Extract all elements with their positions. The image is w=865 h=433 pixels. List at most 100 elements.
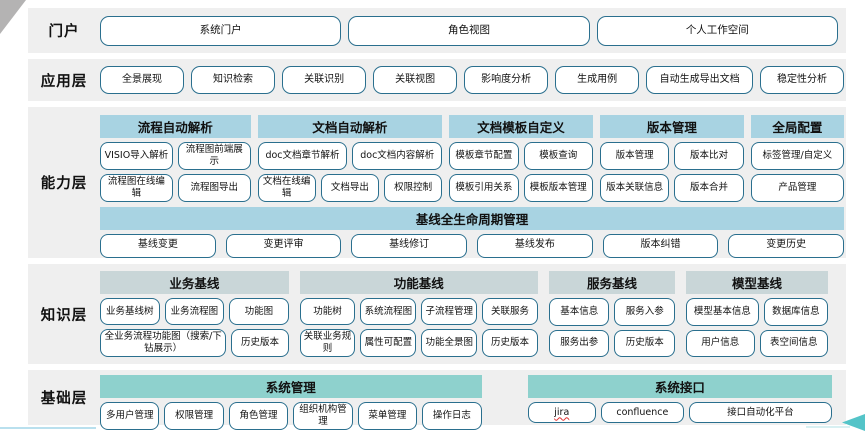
node-multi-user-management: 多用户管理: [100, 402, 160, 430]
foundation-groups-gap: [482, 375, 528, 420]
node-service-output-params: 服务出参: [548, 329, 610, 357]
node-attribute-configurable: 属性可配置: [360, 329, 417, 357]
node-doc-export: 文档导出: [320, 173, 379, 202]
node-confluence: confluence: [600, 402, 684, 423]
node-tag-management-custom: 标签管理/自定义: [750, 142, 844, 170]
node-service-input-params: 服务入参: [614, 298, 676, 326]
node-version-management: 版本管理: [599, 142, 670, 170]
node-history-version-function: 历史版本: [482, 329, 538, 357]
node-related-business-rules: 关联业务规则: [299, 329, 356, 357]
node-doc-online-edit: 文档在线编辑: [257, 173, 316, 202]
group-header-process-auto-parse: 流程自动解析: [100, 115, 251, 138]
node-interface-automation-platform: 接口自动化平台: [688, 402, 832, 423]
group-header-baseline-lifecycle: 基线全生命周期管理: [100, 206, 844, 230]
node-relation-identify: 关联识别: [282, 66, 367, 94]
node-history-version-service: 历史版本: [614, 329, 676, 357]
foundation-group-system-management: 系统管理 多用户管理 权限管理 角色管理 组织机构管理 菜单管理 操作日志: [100, 375, 482, 430]
bottom-accent-line: [0, 427, 96, 429]
node-flowchart-online-edit: 流程图在线编辑: [100, 173, 173, 202]
knowledge-group-function-baseline: 功能基线 功能树 系统流程图 子流程管理 关联服务 关联业务规则 属性可配置 功…: [299, 271, 538, 357]
node-related-services: 关联服务: [482, 298, 538, 326]
node-baseline-change: 基线变更: [100, 233, 216, 258]
layer-label-application: 应用层: [40, 73, 88, 90]
node-generate-usecase: 生成用例: [555, 66, 640, 94]
group-header-doc-template-custom: 文档模板自定义: [449, 115, 593, 138]
node-tablespace-info: 表空间信息: [759, 329, 829, 357]
group-header-doc-auto-parse: 文档自动解析: [257, 115, 443, 138]
layer-label-knowledge: 知识层: [40, 307, 88, 324]
layer-knowledge: 知识层 业务基线 业务基线树 业务流程图 功能图 全业务流程功能图（搜索/下钻展…: [28, 264, 846, 364]
node-menu-management: 菜单管理: [357, 402, 418, 430]
node-change-history: 变更历史: [728, 233, 845, 258]
layer-capability: 能力层 流程自动解析 VISIO导入解析 流程图前端展示 流程图在线编辑 流程图…: [28, 107, 846, 258]
knowledge-groups: 业务基线 业务基线树 业务流程图 功能图 全业务流程功能图（搜索/下钻展示） 历…: [100, 271, 829, 357]
node-panorama-display: 全景展现: [100, 66, 185, 94]
node-function-tree: 功能树: [299, 298, 356, 326]
layer-application: 应用层 全景展现 知识检索 关联识别 关联视图 影响度分析 生成用例 自动生成导…: [28, 59, 846, 101]
jira-label-spellcheck: jira: [554, 406, 570, 418]
knowledge-group-model-baseline: 模型基线 模型基本信息 数据库信息 用户信息 表空间信息: [686, 271, 829, 357]
node-function-diagram: 功能图: [229, 298, 289, 326]
node-business-flowchart: 业务流程图: [164, 298, 225, 326]
group-header-business-baseline: 业务基线: [100, 271, 289, 294]
group-header-system-management: 系统管理: [100, 375, 482, 398]
node-doc-chapter-parse: doc文档章节解析: [257, 142, 348, 170]
node-relation-view: 关联视图: [373, 66, 458, 94]
node-version-merge: 版本合并: [674, 173, 744, 202]
node-baseline-revision: 基线修订: [351, 233, 468, 258]
corner-triangle-decoration: [0, 0, 26, 34]
node-flowchart-export: 流程图导出: [177, 173, 251, 202]
node-template-query: 模板查询: [523, 142, 593, 170]
node-product-management: 产品管理: [750, 173, 844, 202]
node-doc-content-parse: doc文档内容解析: [352, 142, 443, 170]
knowledge-group-service-baseline: 服务基线 基本信息 服务入参 服务出参 历史版本: [548, 271, 676, 357]
node-model-basic-info: 模型基本信息: [686, 298, 759, 326]
node-full-business-process-function-diagram: 全业务流程功能图（搜索/下钻展示）: [100, 329, 227, 357]
node-system-portal: 系统门户: [100, 15, 342, 46]
node-user-info: 用户信息: [686, 329, 755, 357]
capability-group-process-auto-parse: 流程自动解析 VISIO导入解析 流程图前端展示 流程图在线编辑 流程图导出: [100, 115, 251, 202]
node-version-compare: 版本比对: [674, 142, 744, 170]
node-business-baseline-tree: 业务基线树: [100, 298, 160, 326]
node-role-management: 角色管理: [228, 402, 289, 430]
layer-label-foundation: 基础层: [40, 391, 88, 407]
layer-label-capability: 能力层: [40, 176, 88, 192]
foundation-groups: 系统管理 多用户管理 权限管理 角色管理 组织机构管理 菜单管理 操作日志 系统…: [100, 375, 832, 430]
node-knowledge-search: 知识检索: [191, 66, 276, 94]
layer-label-portal: 门户: [48, 24, 80, 40]
capability-group-global-config: 全局配置 标签管理/自定义 产品管理: [750, 115, 844, 202]
group-header-service-baseline: 服务基线: [548, 271, 676, 294]
node-stability-analysis: 稳定性分析: [760, 66, 845, 94]
node-permission-management: 权限管理: [164, 402, 224, 430]
capability-group-doc-template-custom: 文档模板自定义 模板章节配置 模板查询 模板引用关系 模板版本管理: [449, 115, 593, 202]
layer-portal: 门户 系统门户 角色视图 个人工作空间: [28, 8, 846, 53]
group-header-system-interface: 系统接口: [527, 375, 832, 398]
node-database-info: 数据库信息: [763, 298, 828, 326]
layer-foundation: 基础层 系统管理 多用户管理 权限管理 角色管理 组织机构管理 菜单管理 操作日…: [28, 370, 846, 430]
foundation-group-system-interface: 系统接口 jira confluence 接口自动化平台: [527, 375, 832, 423]
group-header-global-config: 全局配置: [750, 115, 844, 138]
arrow-tail-line: [806, 426, 850, 428]
node-impact-analysis: 影响度分析: [464, 66, 549, 94]
node-role-view: 角色视图: [348, 15, 590, 46]
knowledge-group-business-baseline: 业务基线 业务基线树 业务流程图 功能图 全业务流程功能图（搜索/下钻展示） 历…: [100, 271, 289, 357]
node-template-reference-relation: 模板引用关系: [449, 173, 519, 202]
node-organization-management: 组织机构管理: [293, 402, 353, 430]
node-version-relation-info: 版本关联信息: [599, 173, 670, 202]
node-template-chapter-config: 模板章节配置: [449, 142, 519, 170]
node-version-error-correction: 版本纠错: [602, 233, 719, 258]
group-header-model-baseline: 模型基线: [686, 271, 828, 294]
node-basic-info: 基本信息: [548, 298, 610, 326]
baseline-lifecycle-section: 基线全生命周期管理 基线变更 变更评审 基线修订 基线发布 版本纠错 变更历史: [100, 206, 845, 258]
node-flowchart-frontend-display: 流程图前端展示: [177, 142, 251, 170]
node-system-flowchart: 系统流程图: [360, 298, 417, 326]
node-history-version-business: 历史版本: [231, 329, 289, 357]
node-personal-workspace: 个人工作空间: [596, 15, 838, 46]
node-function-panorama: 功能全景图: [421, 329, 478, 357]
node-operation-log: 操作日志: [422, 402, 482, 430]
node-change-review: 变更评审: [225, 233, 342, 258]
capability-group-version-management: 版本管理 版本管理 版本比对 版本关联信息 版本合并: [599, 115, 744, 202]
capability-groups: 流程自动解析 VISIO导入解析 流程图前端展示 流程图在线编辑 流程图导出 文…: [100, 115, 844, 202]
group-header-version-management: 版本管理: [599, 115, 744, 138]
